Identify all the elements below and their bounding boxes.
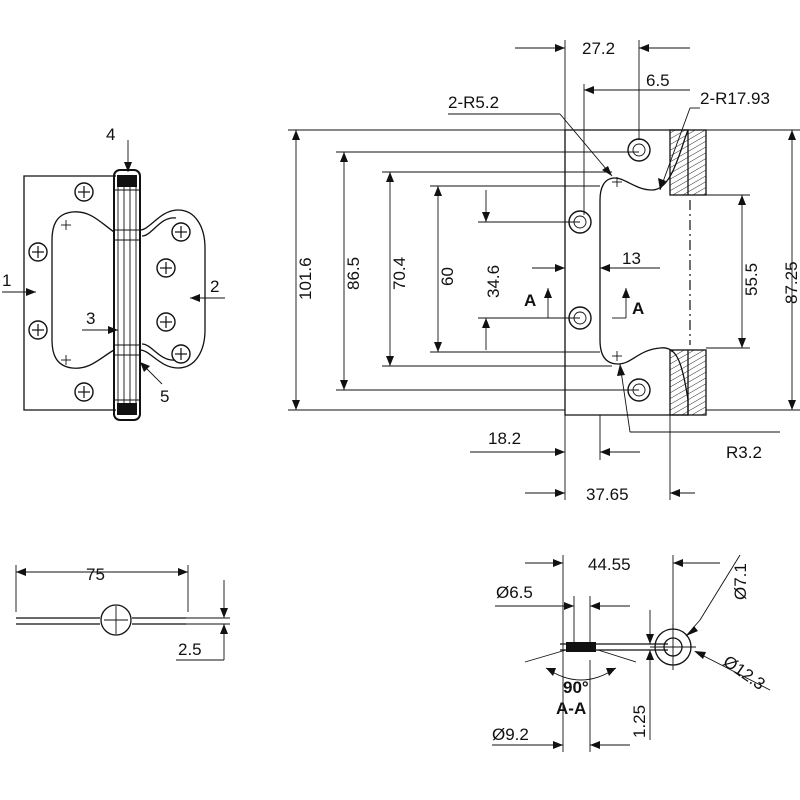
dim-6-5: 6.5 — [646, 71, 670, 90]
dim-87-25: 87.25 — [782, 261, 800, 304]
width-label: 75 — [86, 565, 105, 584]
right-leaf-outline — [139, 209, 206, 369]
section-label: A-A — [556, 699, 586, 718]
dim-44-55: 44.55 — [588, 555, 631, 574]
dim-27-2: 27.2 — [582, 39, 615, 58]
dim-37-65: 37.65 — [586, 485, 629, 504]
detail-view: 27.2 6.5 2-R5.2 2-R17.93 101.6 86.5 — [288, 39, 800, 504]
dim-55-5: 55.5 — [742, 263, 761, 296]
dim-dia-6-5: Ø6.5 — [496, 583, 533, 602]
dim-r17-93: 2-R17.93 — [700, 89, 770, 108]
dim-60: 60 — [438, 267, 457, 286]
svg-text:4: 4 — [106, 125, 115, 144]
section-mark-left: A — [524, 291, 536, 310]
dim-r3-2: R3.2 — [726, 443, 762, 462]
callout-3: 3 — [82, 309, 118, 334]
front-view: 1 2 3 4 5 — [2, 125, 225, 421]
plus-marks — [61, 220, 71, 365]
dim-1-25: 1.25 — [630, 705, 649, 738]
dim-18-2: 18.2 — [488, 429, 521, 448]
callout-2: 2 — [190, 277, 225, 302]
dim-101-6: 101.6 — [296, 257, 315, 300]
dim-dia-12-3: Ø12.3 — [720, 652, 769, 694]
angle-90: 90° — [563, 678, 589, 697]
dim-r5-2: 2-R5.2 — [448, 93, 499, 112]
dim-70-4: 70.4 — [390, 257, 409, 290]
dim-34-6: 34.6 — [484, 265, 503, 298]
svg-text:5: 5 — [160, 387, 169, 406]
dim-86-5: 86.5 — [344, 257, 363, 290]
thickness-label: 2.5 — [178, 640, 202, 659]
plate-outline — [564, 129, 689, 416]
screw-holes-left — [28, 182, 94, 402]
svg-text:2: 2 — [210, 277, 219, 296]
section-mark-right: A — [632, 299, 644, 318]
callout-4: 4 — [106, 125, 132, 172]
left-leaf-cutout — [51, 211, 115, 369]
callout-1: 1 — [2, 271, 36, 296]
section-view: 44.55 Ø6.5 Ø7.1 Ø12.3 90° A-A — [492, 554, 771, 752]
dim-dia-9-2: Ø9.2 — [492, 725, 529, 744]
side-knuckle — [100, 604, 132, 636]
side-view: 75 2.5 — [15, 565, 230, 661]
right-leaf-cutout — [141, 217, 177, 237]
svg-text:3: 3 — [86, 309, 95, 328]
callout-5: 5 — [139, 361, 169, 406]
right-leaf-cutout-bottom — [141, 343, 177, 361]
dim-dia-7-1: Ø7.1 — [731, 563, 750, 600]
screw-holes-right — [156, 222, 191, 364]
left-leaf-outline — [23, 175, 116, 411]
svg-text:1: 1 — [2, 271, 11, 290]
dim-13: 13 — [622, 249, 641, 268]
hinge-barrel — [113, 169, 141, 421]
